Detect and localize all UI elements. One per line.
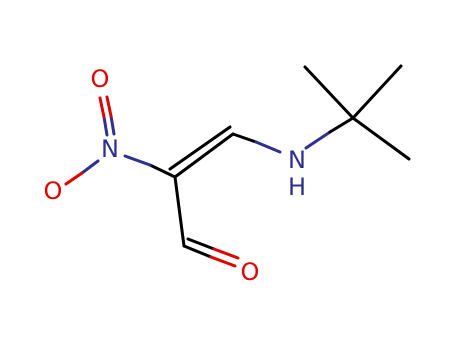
double-bond-nitro-n-o-top [98,95,116,137]
bond-aldehyde-c-o-line-2-o-half [212,247,240,260]
bond-c-c-double-line-1 [173,132,235,179]
nitro-oxygen-top-label: O [91,65,110,93]
bond-amine-n-tert-carbon-c-half [328,116,355,134]
bond-quaternary-carbon-methyl-upper-left [303,65,355,120]
bond-aldehyde-c-o-line-1-c-half [182,244,213,259]
bond-nitro-n-o-left-o-half [64,171,84,186]
bond-vinyl-carbon-amine-n-c-half [231,132,258,144]
double-bond-c-c [168,125,235,179]
bond-nitro-n-o-top-line-2-n-half [109,114,116,136]
bond-nitro-n-o-top-line-1-n-half [102,115,109,137]
nitro-nitrogen-label: N [101,135,119,163]
bond-quaternary-carbon-methyl-lower-right [351,116,411,161]
bond-vinyl-carbon-amine-n-n-half [254,140,282,154]
amine-hydrogen-label: H [288,173,306,201]
aldehyde-oxygen-label: O [241,258,260,286]
bond-nitro-n-o-top-line-1-o-half [98,96,106,119]
bond-aldehyde-c-o-line-2-c-half [186,237,216,251]
bond-c-c-double-line-2 [168,125,232,171]
double-bond-aldehyde-c-o [182,237,240,268]
bond-alpha-carbon-nitro-n-n-half [123,154,152,167]
bond-nitro-n-o-left-n-half [80,159,100,175]
bond-quaternary-carbon-methyl-upper-right [351,64,403,120]
tert-butyl-group [303,64,411,161]
bond-alpha-carbon-aldehyde-carbon [173,175,186,248]
nitro-oxygen-left-label: O [44,177,63,205]
bond-nitro-n-o-top-line-2-o-half [105,95,113,118]
bond-alpha-carbon-nitro-n-c-half [148,163,177,179]
bond-aldehyde-c-o-line-1-o-half [209,255,237,268]
amine-nitrogen-label: N [288,146,306,174]
bond-amine-n-tert-carbon-n-half [304,130,332,150]
